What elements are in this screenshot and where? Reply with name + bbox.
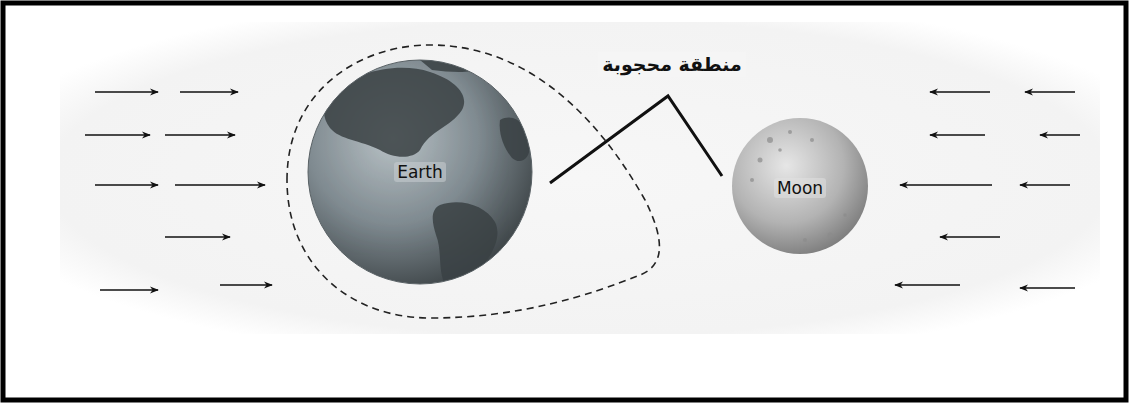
earth-outline — [308, 60, 532, 284]
wind-arrows-right — [895, 92, 1080, 288]
body-label: Moon — [774, 178, 826, 198]
earth-globe — [308, 60, 532, 284]
leader-line — [550, 96, 722, 183]
north-america — [324, 68, 464, 157]
background-panel — [60, 22, 1100, 334]
moon-craters — [750, 130, 847, 242]
moon-globe — [732, 118, 868, 254]
frame-border — [3, 3, 1126, 400]
wind-arrows-left — [85, 92, 272, 290]
africa-edge — [500, 118, 530, 162]
moon-node: Moon — [732, 120, 868, 256]
shielded-region-outline — [287, 45, 659, 318]
body-label: Earth — [394, 162, 446, 182]
earth-node: Earth — [308, 60, 532, 284]
greenland — [420, 58, 480, 72]
callout-label: منطقة محجوبة — [598, 52, 746, 77]
